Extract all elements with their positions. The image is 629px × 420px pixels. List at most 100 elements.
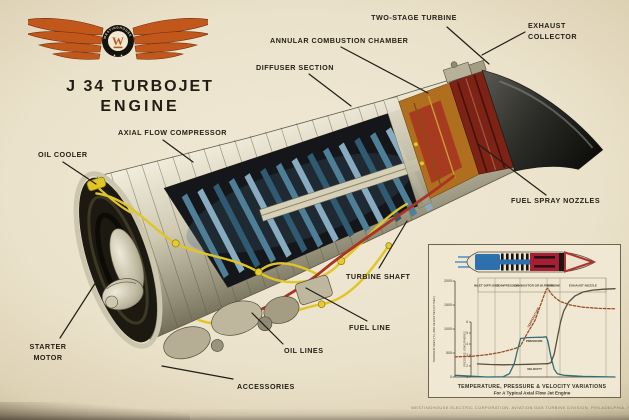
logo-wing-left [28,18,104,60]
westinghouse-logo: WESTINGHOUSE W [28,18,208,60]
label-diffuser-section: DIFFUSER SECTION [256,63,334,72]
logo-ring-inner [108,31,128,51]
label-two-stage-turbine: TWO-STAGE TURBINE [371,13,457,22]
accessories-cluster [163,274,333,360]
logo-ring-dot [113,54,116,57]
leader-oil-lines [251,312,284,345]
section-label: COMPRESSOR [496,284,519,288]
turbine-block [559,253,565,271]
combustor-can-line [413,102,442,187]
label-fuel-spray-nozzles: FUEL SPRAY NOZZLES [511,196,601,205]
exhaust-collector-flanges [442,60,487,83]
section-dividers [477,278,607,377]
casing-rib [141,164,193,321]
leader-oil-cooler [62,161,97,185]
starter-motor-housing [101,278,144,311]
section-label: TURBINE [547,284,561,288]
turbine-disc-line [456,82,488,172]
leader-fuel-spray-nozzles [477,143,547,196]
section-label-row: INLET DIFFUSER COMPRESSOR COMBUSTOR OR B… [474,277,607,377]
velocity-curve [476,288,616,366]
leader-annular-combustion-chamber [340,46,429,94]
diffuser-ring-band [383,96,432,209]
section-label: EXHAUST NOZZLE [569,284,597,288]
label-axial-flow-compressor: AXIAL FLOW COMPRESSOR [118,128,227,137]
label-turbine-shaft: TURBINE SHAFT [346,272,411,281]
logo-ring-dot [120,54,123,57]
title-line-2: ENGINE [100,98,180,115]
svg-text:6: 6 [466,320,468,324]
leader-two-stage-turbine [446,26,490,65]
y-axis-label: TEMPERATURES (°F), AND VELOCITIES (FT./S… [432,296,436,363]
turbine-disc-line [465,78,497,171]
svg-text:1: 1 [466,375,468,379]
oil-line-fittings [171,239,393,308]
compressor-blade [213,183,261,268]
leader-axial-flow-compressor [162,139,194,163]
combustor-stripe [534,265,555,268]
label-exhaust-collector: EXHAUST COLLECTOR [528,21,578,41]
svg-text:2: 2 [466,364,468,368]
compressor-blade [197,188,245,274]
pressure-axis-ticks: 6 5 4 3 2 1 [466,320,468,379]
casing-rib [156,160,208,315]
exhaust-cone-highlight [499,80,594,149]
svg-text:0: 0 [450,375,452,379]
label-annular-combustion-chamber: ANNULAR COMBUSTION CHAMBER [270,36,409,45]
casing-rib [125,168,179,328]
chart-subtitle: For A Typical Axial Flow Jet Engine [494,391,571,396]
fuel-line-tubing [222,174,455,328]
svg-text:3: 3 [466,353,468,357]
combustor-gold-line [427,95,456,179]
label-oil-lines: OIL LINES [284,346,324,355]
inlet-section-blue [475,254,500,270]
fuel-spray-nozzle-dot [413,141,419,147]
chart-title: TEMPERATURE, PRESSURE & VELOCITY VARIATI… [458,384,607,390]
chart-curves [454,287,616,378]
pressure-curve-label: PRESSURE [526,339,543,343]
inset-chart: INLET DIFFUSER COMPRESSOR COMBUSTOR OR B… [428,244,621,398]
logo-underline [113,46,123,49]
title-line-1: J 34 TURBOJET [66,78,214,95]
label-starter-motor: STARTER MOTOR [29,342,67,362]
fuel-spray-nozzle-dot [419,160,425,166]
leader-lines [59,26,547,380]
compressor-band [500,259,530,265]
turbine-disc-line [473,74,506,169]
pressure-curve [454,336,616,378]
intake-rim [73,171,163,349]
label-accessories: ACCESSORIES [237,382,295,391]
nozzle-outline [564,251,597,273]
label-oil-cooler: OIL COOLER [38,150,88,159]
combustor-stripe [534,256,555,259]
leader-starter-motor [59,281,97,339]
section-label: COMBUSTOR OR BURNER [514,284,555,288]
exhaust-cone [481,69,604,172]
svg-text:2000: 2000 [444,279,452,283]
logo-wing-right [132,18,208,60]
pressure-axis-label: PRESSURE, ATMOSPHERES [463,331,467,367]
mini-engine-schematic [455,251,597,273]
svg-text:4: 4 [466,342,468,346]
leader-fuel-line [305,287,368,322]
compressor-teeth [501,253,529,271]
publisher-imprint: WESTINGHOUSE ELECTRIC CORPORATION, AVIAT… [411,405,629,410]
svg-text:1000: 1000 [444,327,452,331]
label-fuel-line: FUEL LINE [349,323,391,332]
poster-title: J 34 TURBOJET ENGINE [52,78,228,116]
leader-accessories [161,365,234,380]
section-label: INLET DIFFUSER [474,284,500,288]
svg-text:5: 5 [466,331,468,335]
svg-text:1500: 1500 [444,303,452,307]
combustor-flame [408,100,463,184]
temperature-curve [454,287,616,358]
compressor-blade [228,178,276,263]
leader-turbine-shaft [378,220,408,269]
svg-text:500: 500 [446,351,452,355]
leader-exhaust-collector [481,31,526,56]
logo-monogram: W [112,34,124,48]
temp-axis-ticks: 2000 1500 1000 500 0 [444,279,452,379]
